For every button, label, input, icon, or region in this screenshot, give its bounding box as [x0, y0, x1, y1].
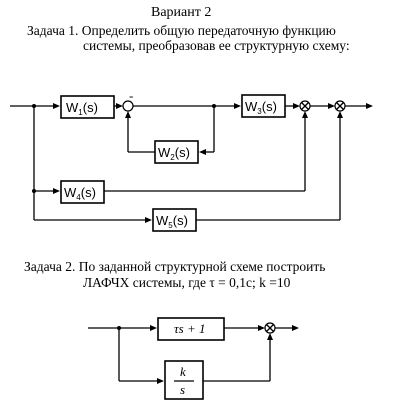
task1-line1: Задача 1. Определить общую передаточную … — [27, 23, 336, 38]
block-k-over-s — [164, 360, 204, 400]
block-w2-label: W2(s) — [158, 145, 190, 162]
block-tau — [157, 317, 225, 341]
task2-line1: Задача 2. По заданной структурной схеме … — [24, 259, 326, 274]
block-w1 — [60, 95, 115, 119]
diagram-1: W1(s) - W2(s) W3(s) — [10, 88, 373, 232]
block-k-denominator: s — [180, 382, 185, 397]
diagram-2: τs + 1 k s — [88, 317, 299, 400]
block-w4 — [60, 180, 105, 204]
sum-junction-1-sign: - — [129, 88, 133, 103]
task1-line2: системы, преобразовав ее структурную схе… — [83, 38, 350, 53]
variant-title: Вариант 2 — [151, 5, 212, 20]
block-w1-label: W1(s) — [66, 100, 98, 117]
block-w4-label: W4(s) — [64, 185, 96, 202]
task2-line2: ЛАФЧХ системы, где τ = 0,1с; k =10 — [83, 275, 291, 290]
block-w3-label: W3(s) — [245, 99, 277, 116]
block-w5-label: W5(s) — [156, 213, 188, 230]
block-k-numerator: k — [180, 364, 186, 379]
block-tau-label: τs + 1 — [174, 321, 205, 336]
